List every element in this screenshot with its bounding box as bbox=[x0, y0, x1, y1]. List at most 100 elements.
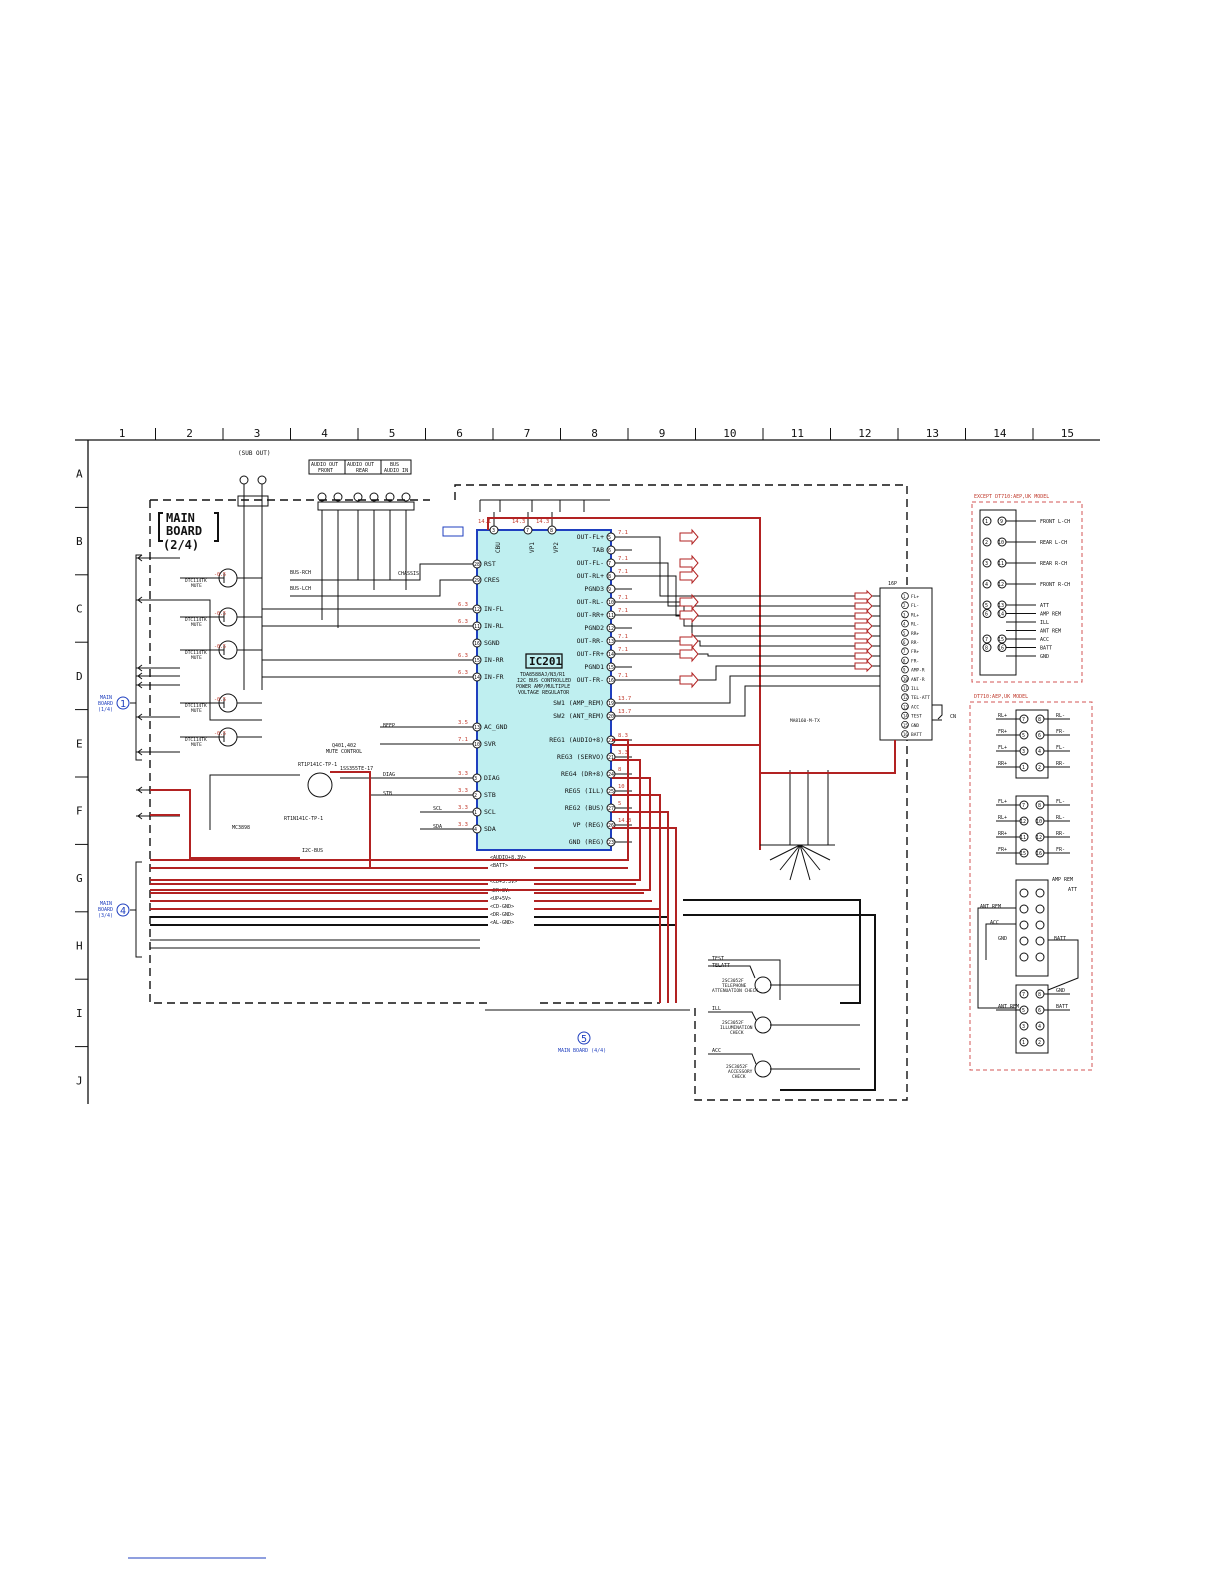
panel2-block2-label-left: FL+ bbox=[998, 799, 1007, 805]
panel1-pin-a: 3 bbox=[985, 561, 988, 567]
panel2-block3-pin-b: 8 bbox=[1038, 992, 1041, 998]
cn-pin bbox=[901, 720, 909, 729]
ic-right-pin-number: 13 bbox=[608, 639, 614, 645]
cn-pin-number: 6 bbox=[903, 640, 906, 645]
left-net-labels: BUS-RCH BUS-LCH BEEP DIAG STB SCL SDA I2… bbox=[290, 570, 442, 854]
cn-pin-label: ILL bbox=[911, 686, 919, 692]
column-label: 14 bbox=[993, 427, 1007, 440]
net-bus-lch: BUS-LCH bbox=[290, 586, 311, 592]
ic-right-pin-name: OUT-FL- bbox=[577, 559, 604, 567]
row-label: G bbox=[76, 872, 83, 885]
panel2-block1-pin-a: 7 bbox=[1022, 717, 1025, 723]
cn-pin bbox=[901, 693, 909, 701]
ic-right-pin-voltage: 7.1 bbox=[618, 530, 628, 536]
ic-right-pin-name: GND (REG) bbox=[569, 838, 604, 846]
ic-right-pin-voltage: 8 bbox=[618, 767, 621, 773]
rt1n-label: RT1N141C-TP-1 bbox=[284, 816, 323, 822]
ic-right-pin-name: OUT-RR- bbox=[577, 637, 604, 645]
ic-left-pin-number: 14 bbox=[474, 675, 480, 681]
ic-right-pin-number: 5 bbox=[608, 535, 611, 541]
bus-net-label: <CD+3.3V> bbox=[490, 879, 517, 885]
ic-right-pin-name: OUT-FR- bbox=[577, 676, 604, 684]
panel2-block1-label-right: FL- bbox=[1056, 745, 1065, 751]
cn-pin bbox=[901, 647, 909, 655]
ic-left-pin bbox=[472, 621, 482, 631]
offpage-5-num: 5 bbox=[581, 1034, 587, 1045]
output-wiring bbox=[632, 528, 880, 717]
panel1-pin-a: 1 bbox=[985, 519, 988, 525]
ic-right-pin-name: OUT-RL+ bbox=[577, 572, 604, 580]
bus-net-label: <BATT> bbox=[490, 863, 508, 869]
audio-out-front-label: AUDIO OUT bbox=[311, 462, 338, 468]
transistor-part: DTC114TK bbox=[185, 703, 207, 709]
audio-out-rear-label: AUDIO OUT bbox=[347, 462, 374, 468]
ic-left-pin-name: SCL bbox=[484, 808, 496, 816]
ic-right-pin-voltage: 10 bbox=[618, 784, 625, 790]
ic-top-pin-name: VP2 bbox=[553, 542, 560, 553]
ic-name: IC201 bbox=[529, 655, 562, 668]
ic-right-pin-voltage: 13.7 bbox=[618, 709, 631, 715]
board-title-line1: MAIN bbox=[166, 511, 195, 525]
offpage-1-line1: MAIN bbox=[100, 695, 112, 701]
panel1-label: ACC bbox=[1040, 637, 1049, 643]
cn-pin-number: 15 bbox=[903, 723, 908, 728]
ic-top-pin-name: CBU bbox=[495, 542, 502, 553]
ic-left-pin-voltage: 3.5 bbox=[458, 720, 468, 726]
ic-right-pin-voltage: 7.1 bbox=[618, 647, 628, 653]
panel2-block1-pin-b: 4 bbox=[1038, 749, 1041, 755]
ic-right-pin-name: REG5 (ILL) bbox=[565, 787, 604, 795]
panel1-pin-b: 13 bbox=[998, 603, 1004, 609]
panel1-label: REAR R-CH bbox=[1040, 561, 1067, 567]
ic-right-pin-number: 16 bbox=[608, 678, 614, 684]
panel2-block2-label-right: RL- bbox=[1056, 815, 1065, 821]
panel2-amp-rem: AMP REM bbox=[1052, 877, 1073, 883]
transistor-voltage: -0.5 bbox=[214, 611, 226, 617]
transistor-part: DTC114TK bbox=[185, 617, 207, 623]
panel2-block1-label-left: RR+ bbox=[998, 761, 1007, 767]
panel2-block2-label-right: RR- bbox=[1056, 831, 1065, 837]
check-acc: ACC bbox=[712, 1048, 721, 1054]
panel1-pin-b: 9 bbox=[1000, 519, 1003, 525]
panel-except-dt710: EXCEPT DT710:AEP,UK MODEL bbox=[971, 494, 1083, 683]
ic-right-pin-voltage: 7.1 bbox=[618, 634, 628, 640]
panel1-label: ATT bbox=[1040, 603, 1049, 609]
panel2-title: DT710:AEP,UK MODEL bbox=[974, 694, 1028, 700]
check1-line2: TELEPHONE bbox=[722, 983, 747, 989]
sub-out-label: (SUB OUT) bbox=[238, 450, 271, 457]
cn-pin bbox=[901, 674, 909, 683]
check-test: TEST bbox=[712, 956, 724, 962]
ic-left-pin-number: 3 bbox=[474, 776, 477, 782]
cn-pin-label: FL- bbox=[911, 603, 919, 609]
panel2-block1-pin-b: 8 bbox=[1038, 717, 1041, 723]
transistor-part: DTC114TK bbox=[185, 578, 207, 584]
panel2-block2-pin-b: 10 bbox=[1036, 819, 1042, 825]
rt1p-label: RT1P141C-TP-1 bbox=[298, 762, 337, 768]
ic-right-pin-name: REG1 (AUDIO+8) bbox=[549, 736, 604, 744]
panel2-block2-label-left: FR+ bbox=[998, 847, 1007, 853]
ic-top-pin-name: VP1 bbox=[529, 542, 536, 553]
ic-right-pin-number: 9 bbox=[608, 587, 611, 593]
ic-right-pin-name: REG2 (BUS) bbox=[565, 804, 604, 812]
ic-left-pin-number: 12 bbox=[474, 607, 480, 613]
ic-right-pin-number: 20 bbox=[608, 714, 614, 720]
panel2-block1-pin-b: 6 bbox=[1038, 733, 1041, 739]
panel1-label: AMP REM bbox=[1040, 612, 1061, 618]
panel2-block3-pin-a: 3 bbox=[1022, 1024, 1025, 1030]
cn-pin-label: RR+ bbox=[911, 631, 919, 637]
mc-label: MC3898 bbox=[232, 825, 250, 831]
ic-left-pin-voltage: 6.3 bbox=[458, 619, 468, 625]
cn-pin-number: 11 bbox=[903, 686, 908, 691]
cn-pin-number: 7 bbox=[903, 649, 906, 654]
transistor-voltage: -0.5 bbox=[214, 731, 226, 737]
row-label: F bbox=[76, 805, 83, 818]
offpage-1-num: 1 bbox=[120, 699, 126, 710]
cn-pin-number: 3 bbox=[903, 612, 906, 617]
bus-lines bbox=[150, 859, 676, 949]
panel1-pin-a: 8 bbox=[985, 646, 988, 652]
ic-left-pin bbox=[472, 807, 482, 817]
net-bus-rch: BUS-RCH bbox=[290, 570, 311, 576]
ic-right-pin-voltage: 8.3 bbox=[618, 733, 628, 739]
transistor-voltage: -0.5 bbox=[214, 572, 226, 578]
panel1-label: FRONT L-CH bbox=[1040, 519, 1070, 525]
